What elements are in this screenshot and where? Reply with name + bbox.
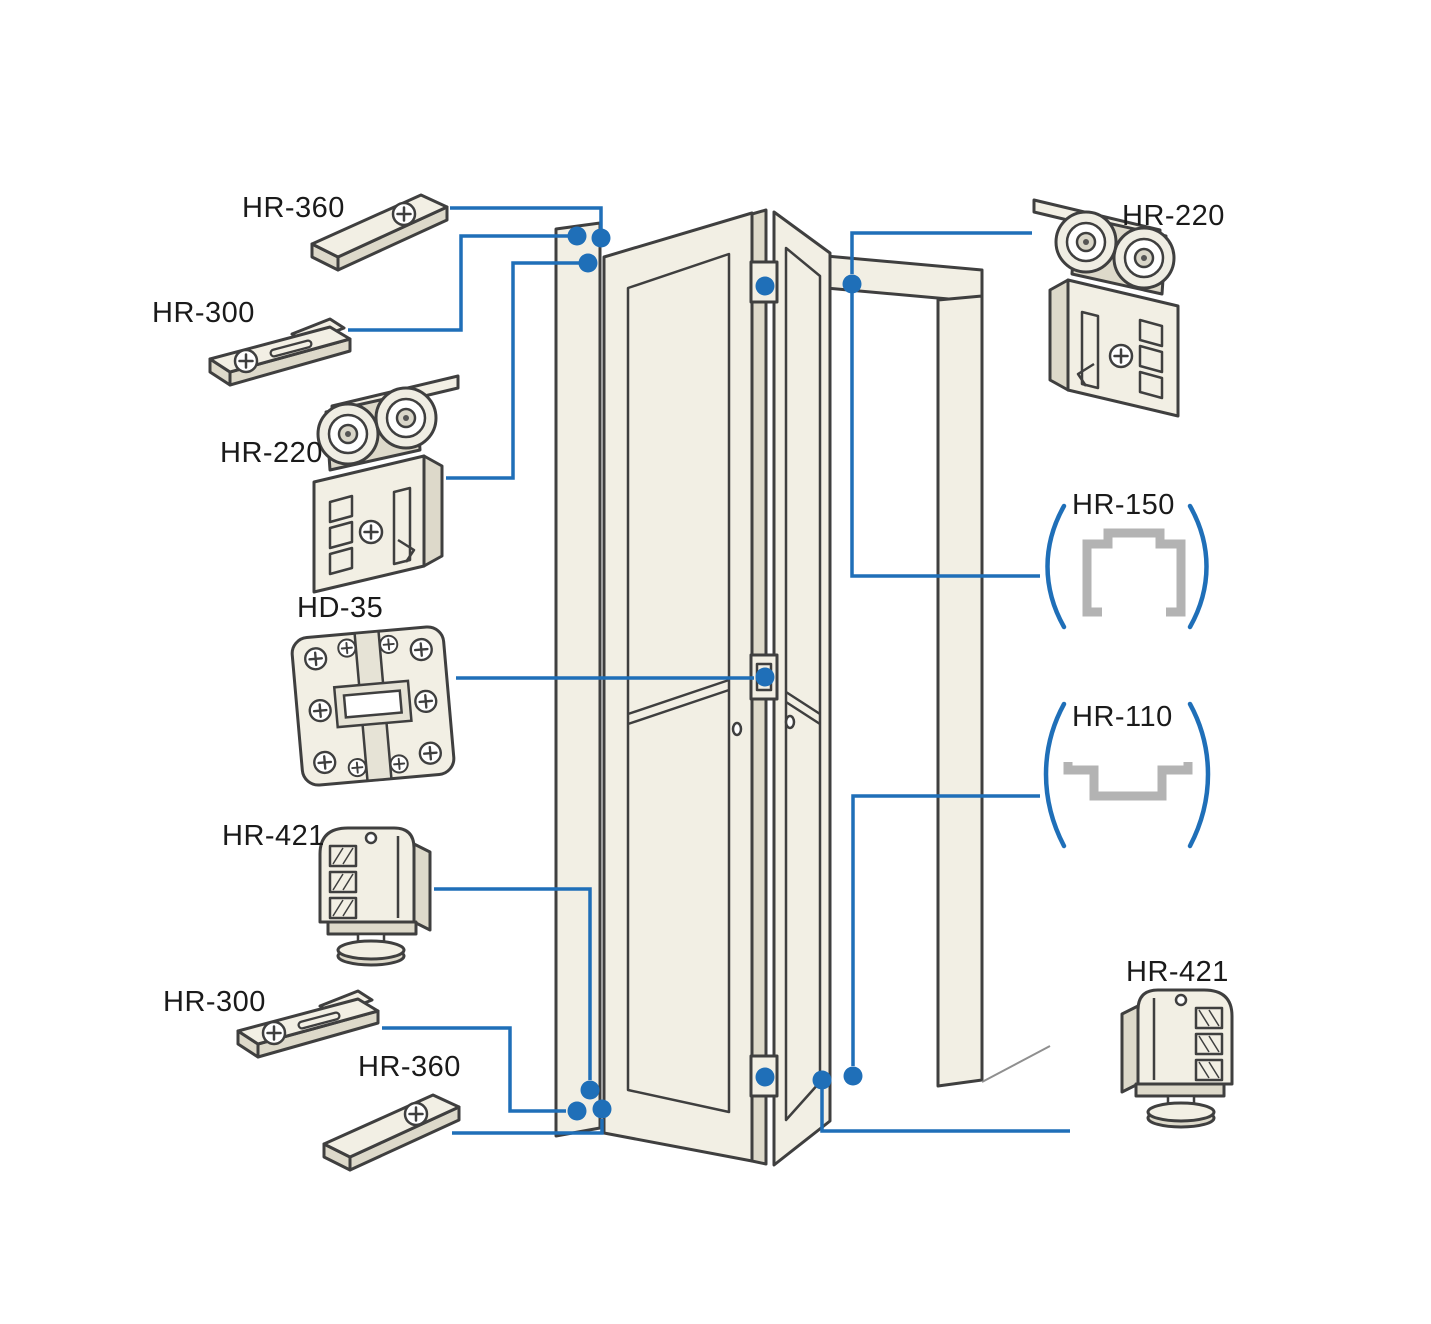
leader-hr300-top <box>348 234 568 332</box>
door-panel-left <box>602 211 754 1163</box>
part-label-hr360-top: HR-360 <box>242 192 345 224</box>
hr360-plate-illustration-bottom <box>324 1095 459 1170</box>
mount-point-dot <box>842 274 862 294</box>
mount-point-dot <box>578 253 598 273</box>
part-label-hr220-right: HR-220 <box>1122 200 1225 232</box>
mount-point-dot <box>755 1067 775 1087</box>
part-label-hr150: HR-150 <box>1072 489 1175 521</box>
leader-hr421-left <box>434 887 592 1080</box>
leader-hr110 <box>851 794 1040 1066</box>
door-panel-right <box>772 210 832 1167</box>
part-label-hr421-right: HR-421 <box>1126 956 1229 988</box>
leader-lines <box>348 206 1070 1135</box>
mount-point-dot <box>567 226 587 246</box>
hr150-track-profile-illustration <box>1045 503 1209 630</box>
mount-point-dot <box>592 1099 612 1119</box>
mount-point-dot <box>567 1101 587 1121</box>
mount-point-dot <box>843 1066 863 1086</box>
leader-hr421-right <box>820 1089 1070 1133</box>
part-label-hr360-bottom: HR-360 <box>358 1051 461 1083</box>
mount-point-dot <box>812 1070 832 1090</box>
leader-hr150 <box>850 293 1040 578</box>
hr421-pivot-illustration-left <box>318 826 432 967</box>
hr421-pivot-illustration-right <box>1120 988 1234 1129</box>
hr110-track-profile-illustration <box>1043 701 1211 849</box>
part-label-hr300-bottom: HR-300 <box>163 986 266 1018</box>
part-label-hr300-top: HR-300 <box>152 297 255 329</box>
hd35-hinge-illustration <box>290 625 456 787</box>
leader-hr220-right <box>850 231 1032 274</box>
leader-hr360-top <box>450 206 603 230</box>
mount-point-dot <box>591 228 611 248</box>
part-label-hd35: HD-35 <box>297 592 384 624</box>
leader-hr360-bottom <box>452 1119 604 1135</box>
part-label-hr110: HR-110 <box>1072 701 1173 733</box>
hinge-blocks <box>749 260 779 1098</box>
mount-point-dot <box>755 667 775 687</box>
mount-point-dot <box>755 276 775 296</box>
mount-point-dot <box>580 1080 600 1100</box>
leader-hr300-bottom <box>382 1026 566 1113</box>
mount-point-dots <box>567 226 863 1121</box>
part-label-hr220-left: HR-220 <box>220 437 323 469</box>
hr220-roller-illustration-left <box>314 376 458 592</box>
leader-hr220-left <box>446 261 579 480</box>
door-frame <box>824 254 1051 1088</box>
part-label-hr421-left: HR-421 <box>222 820 325 852</box>
